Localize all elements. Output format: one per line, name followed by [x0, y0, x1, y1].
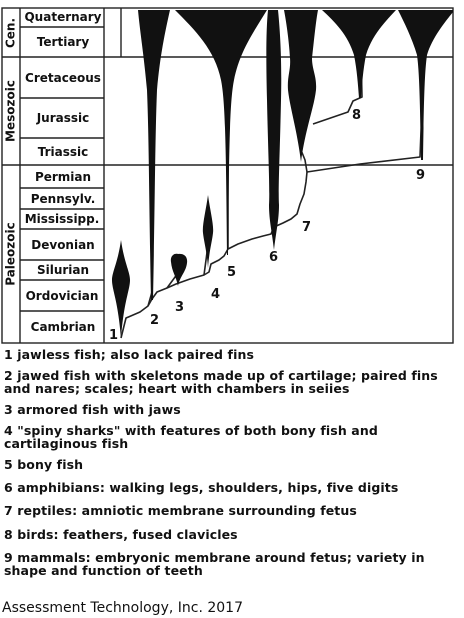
period-label: Pennsylv. — [31, 192, 96, 206]
tree-number: 3 — [175, 300, 184, 315]
legend-line: 4 "spiny sharks" with features of both b… — [4, 423, 378, 438]
legend-line: and nares; scales; heart with chambers i… — [4, 381, 350, 396]
lineage-spindles — [112, 10, 453, 338]
legend-line: 1 jawless fish; also lack paired fins — [4, 347, 254, 362]
tree-number: 9 — [416, 168, 425, 183]
spindle-bony-fish — [175, 10, 267, 255]
period-label: Triassic — [38, 145, 89, 159]
period-label: Mississipp. — [25, 212, 100, 226]
evolution-diagram: Cen. Mesozoic Paleozoic Quaternary Terti… — [1, 7, 454, 344]
legend-line: 8 birds: feathers, fused clavicles — [4, 527, 238, 542]
tree-number: 2 — [150, 313, 159, 328]
era-label-paleozoic: Paleozoic — [4, 222, 18, 286]
spindle-amphibians — [266, 10, 282, 250]
time-scale-grid — [1, 7, 454, 344]
tree-number: 4 — [211, 287, 220, 302]
period-label: Cambrian — [31, 320, 96, 334]
legend-line: cartilaginous fish — [4, 436, 129, 451]
spindle-spiny-sharks — [202, 195, 214, 268]
legend-line: 6 amphibians: walking legs, shoulders, h… — [4, 480, 399, 495]
tree-number: 6 — [269, 250, 278, 265]
legend-item: 3 armored fish with jaws — [4, 403, 460, 424]
spindle-cartilaginous-fish — [138, 10, 170, 300]
legend-item: 4 "spiny sharks" with features of both b… — [4, 424, 460, 458]
legend-list: 1 jawless fish; also lack paired fins 2 … — [4, 348, 460, 585]
legend-item: 7 reptiles: amniotic membrane surroundin… — [4, 504, 460, 528]
legend-line: 7 reptiles: amniotic membrane surroundin… — [4, 503, 357, 518]
era-label-cenozoic: Cen. — [4, 18, 18, 48]
legend-item: 6 amphibians: walking legs, shoulders, h… — [4, 481, 460, 504]
tree-number: 7 — [302, 220, 311, 235]
period-label: Cretaceous — [25, 71, 101, 85]
legend-item: 9 mammals: embryonic membrane around fet… — [4, 551, 460, 585]
spindle-reptiles — [284, 10, 318, 162]
spindle-armored-fish — [170, 253, 188, 286]
period-label: Silurian — [37, 263, 89, 277]
legend-item: 1 jawless fish; also lack paired fins — [4, 348, 460, 369]
spindle-jawless-fish — [112, 240, 130, 338]
legend-item: 5 bony fish — [4, 458, 460, 481]
period-label: Devonian — [31, 238, 94, 252]
tree-number: 1 — [109, 328, 118, 343]
era-label-mesozoic: Mesozoic — [4, 80, 18, 142]
legend-line: 3 armored fish with jaws — [4, 402, 181, 417]
period-label: Ordovician — [26, 289, 99, 303]
period-label: Quaternary — [24, 10, 101, 24]
period-label: Jurassic — [36, 111, 90, 125]
copyright-footer: Assessment Technology, Inc. 2017 — [2, 600, 243, 616]
legend-item: 8 birds: feathers, fused clavicles — [4, 528, 460, 551]
legend-line: 2 jawed fish with skeletons made up of c… — [4, 368, 438, 383]
legend-line: 5 bony fish — [4, 457, 84, 472]
period-label: Tertiary — [37, 35, 90, 49]
legend-item: 2 jawed fish with skeletons made up of c… — [4, 369, 460, 403]
spindle-birds — [322, 10, 396, 98]
tree-number: 5 — [227, 265, 236, 280]
period-label: Permian — [35, 170, 91, 184]
spindle-mammals — [398, 10, 453, 160]
legend-line: shape and function of teeth — [4, 563, 203, 578]
legend-line: 9 mammals: embryonic membrane around fet… — [4, 550, 425, 565]
tree-number: 8 — [352, 108, 361, 123]
